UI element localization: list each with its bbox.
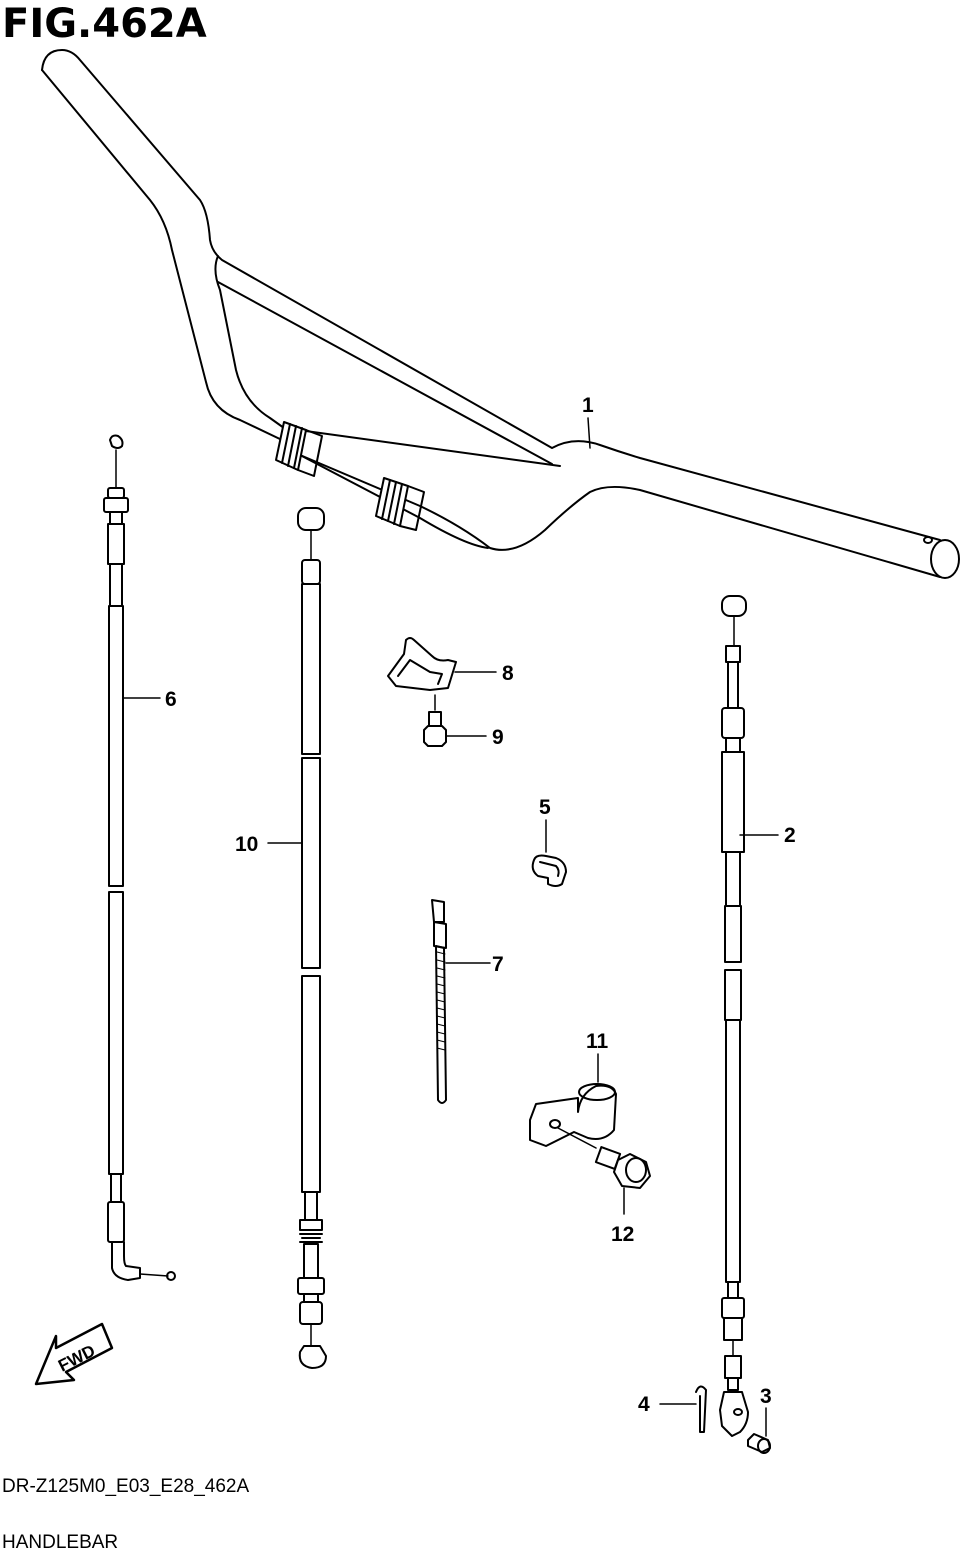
callout-7: 7 <box>492 953 504 976</box>
part-11-bracket <box>529 1053 617 1147</box>
part-6-cable <box>103 434 176 1281</box>
callout-10: 10 <box>235 833 258 856</box>
callout-11: 11 <box>586 1030 609 1053</box>
callout-5: 5 <box>539 796 551 819</box>
figure-title: FIG.462A <box>2 1 207 47</box>
part-10-cable <box>267 507 327 1369</box>
callout-3: 3 <box>760 1385 772 1408</box>
section-name: HANDLEBAR <box>2 1532 119 1553</box>
model-code: DR-Z125M0_E03_E28_462A <box>2 1476 250 1497</box>
callout-1: 1 <box>582 394 594 417</box>
callout-9: 9 <box>492 726 504 749</box>
callout-6: 6 <box>165 688 177 711</box>
callout-12: 12 <box>611 1223 634 1246</box>
part-2-cable <box>719 595 779 1437</box>
part-1-handlebar <box>41 49 960 579</box>
part-5-clip <box>531 819 567 887</box>
part-3-pin <box>747 1407 771 1454</box>
fwd-arrow-icon <box>34 1322 114 1386</box>
part-12-bolt <box>557 1127 651 1215</box>
callout-2: 2 <box>784 824 796 847</box>
part-9-bolt <box>423 694 487 747</box>
part-8-clamp <box>387 637 497 691</box>
callout-8: 8 <box>502 662 514 685</box>
part-7-cable-tie <box>431 899 491 1104</box>
callout-4: 4 <box>638 1393 650 1416</box>
part-4-cotter-pin <box>659 1385 707 1433</box>
